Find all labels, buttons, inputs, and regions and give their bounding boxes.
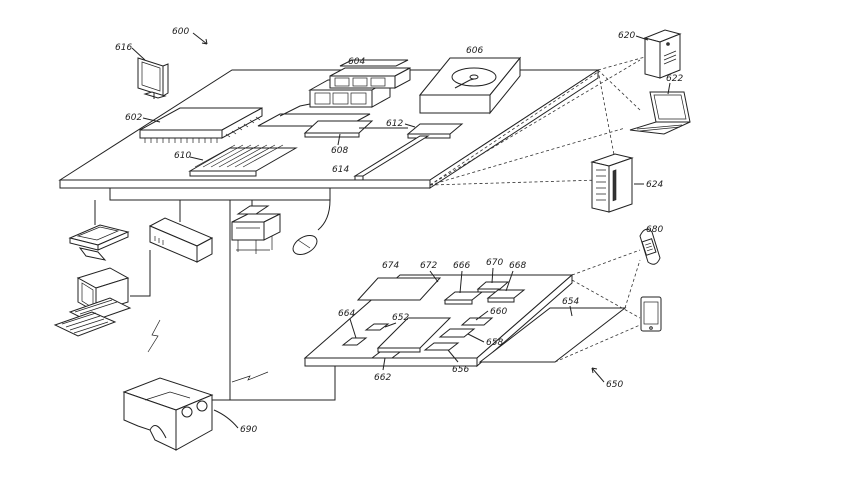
chips-bottom-board (341, 281, 526, 359)
label-658: 658 (486, 338, 503, 348)
label-624: 624 (646, 180, 663, 190)
vr-headset-icon (122, 377, 214, 451)
label-650: 650 (606, 380, 623, 390)
label-606: 606 (466, 46, 483, 56)
wireless-signal-icon (147, 319, 161, 353)
label-622: 622 (666, 74, 683, 84)
label-670: 670 (486, 258, 503, 268)
label-672: 672 (420, 261, 437, 271)
wireless-signal-icon-2 (231, 371, 269, 383)
label-608: 608 (331, 146, 348, 156)
memory-slots (188, 144, 298, 177)
external-drive-icon (148, 217, 214, 263)
mouse-icon (292, 235, 318, 255)
processor-chip (139, 107, 263, 143)
label-656: 656 (452, 365, 469, 375)
component-608 (303, 120, 374, 138)
label-620: 620 (618, 31, 635, 41)
memory-modules (308, 59, 411, 108)
label-690: 690 (240, 425, 257, 435)
peripheral-wiring (94, 188, 331, 410)
label-674: 674 (382, 261, 399, 271)
label-602: 602 (125, 113, 142, 123)
label-654: 654 (562, 297, 579, 307)
scanner-icon (68, 224, 130, 261)
label-664: 664 (338, 309, 355, 319)
label-666: 666 (453, 261, 470, 271)
vr-connection (212, 366, 336, 401)
printer-icon (231, 205, 281, 254)
storage-device (418, 56, 522, 115)
panel-674 (356, 277, 442, 301)
network-links-bottom (554, 249, 641, 363)
laptop-icon (629, 91, 691, 135)
label-668: 668 (509, 261, 526, 271)
label-604: 604 (348, 57, 365, 67)
monitor-icon (137, 57, 169, 99)
smartphone-icon (640, 296, 662, 332)
label-660: 660 (490, 307, 507, 317)
label-616: 616 (115, 43, 132, 53)
rack-server-icon (590, 153, 634, 213)
label-614: 614 (332, 165, 349, 175)
label-652: 652 (392, 313, 409, 323)
label-662-board: 662 (374, 373, 391, 383)
network-links-top (429, 56, 646, 186)
label-600: 600 (172, 27, 189, 37)
component-612 (406, 123, 464, 139)
arrow-600 (192, 32, 208, 45)
wristwatch-icon (639, 228, 661, 265)
label-680: 680 (646, 225, 663, 235)
desktop-computer-icon (53, 267, 132, 337)
network-interface-614 (353, 135, 430, 181)
arrow-650 (591, 367, 605, 383)
label-612: 612 (386, 119, 403, 129)
server-tower-icon (643, 29, 682, 79)
label-610: 610 (174, 151, 191, 161)
